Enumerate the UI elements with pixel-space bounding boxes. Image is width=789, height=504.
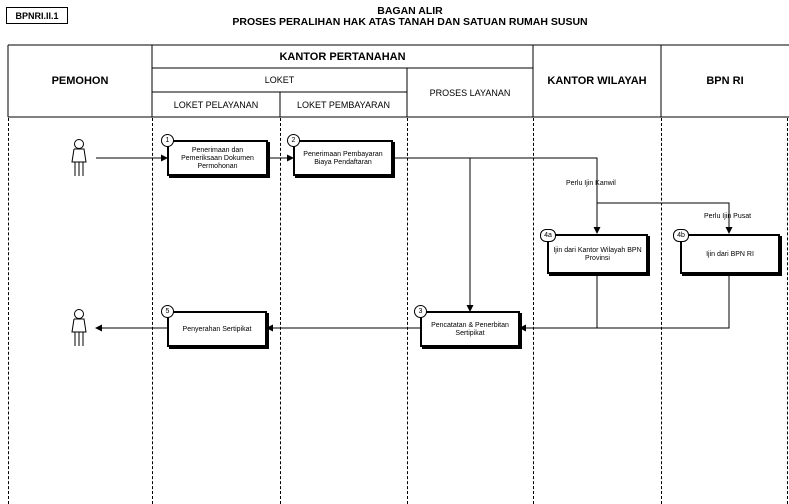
lane-divider [661, 118, 662, 504]
note-perlu-ijin-pusat: Perlu Ijin Pusat [704, 213, 752, 220]
document-code: BPNRI.II.1 [6, 7, 68, 24]
lane-header-loket: LOKET [264, 75, 295, 85]
step-4b-box: Ijin dari BPN RI [680, 234, 780, 274]
title-line-2: PROSES PERALIHAN HAK ATAS TANAH DAN SATU… [232, 16, 588, 28]
person-icon [71, 139, 87, 176]
person-icon [71, 309, 87, 346]
lane-divider [407, 118, 408, 504]
lane-header-loket-pembayaran: LOKET PEMBAYARAN [296, 99, 391, 110]
step-1-number: 1 [161, 134, 174, 147]
step-1-box: Penerimaan dan Pemeriksaan Dokumen Permo… [167, 140, 268, 176]
step-3-box: Pencatatan & Penerbitan Sertipikat [420, 311, 520, 347]
step-4a-number: 4a [540, 229, 556, 242]
lane-header-proses-layanan: PROSES LAYANAN [429, 87, 511, 98]
lane-header-bpn-ri: BPN RI [706, 75, 744, 87]
step-2-box: Penerimaan Pembayaran Biaya Pendaftaran [293, 140, 393, 176]
arrow-step2-to-step4a [393, 157, 601, 234]
lane-divider [8, 118, 9, 504]
lane-divider [152, 118, 153, 504]
step-2-number: 2 [287, 134, 300, 147]
lane-divider [280, 118, 281, 504]
lane-header-kantor-wilayah: KANTOR WILAYAH [547, 75, 647, 87]
step-4b-number: 4b [673, 229, 689, 242]
step-3-number: 3 [414, 305, 427, 318]
lane-header-kantor-pertanahan: KANTOR PERTANAHAN [279, 50, 406, 63]
arrow-step4a-to-step3 [519, 273, 598, 332]
lane-divider [787, 118, 788, 504]
title-line-1: BAGAN ALIR [377, 5, 443, 17]
step-5-box: Penyerahan Sertipikat [167, 311, 267, 347]
step-5-number: 5 [161, 305, 174, 318]
arrow-step4b-to-step3 [597, 273, 730, 329]
note-perlu-ijin-kanwil: Perlu Ijin Kanwil [566, 180, 616, 187]
step-4a-box: Ijin dari Kantor Wilayah BPN Provinsi [547, 234, 648, 274]
lane-header-loket-pelayanan: LOKET PELAYANAN [173, 99, 259, 110]
lane-divider [533, 118, 534, 504]
arrow-to-step4b [597, 202, 733, 234]
lane-header-pemohon: PEMOHON [51, 75, 109, 87]
